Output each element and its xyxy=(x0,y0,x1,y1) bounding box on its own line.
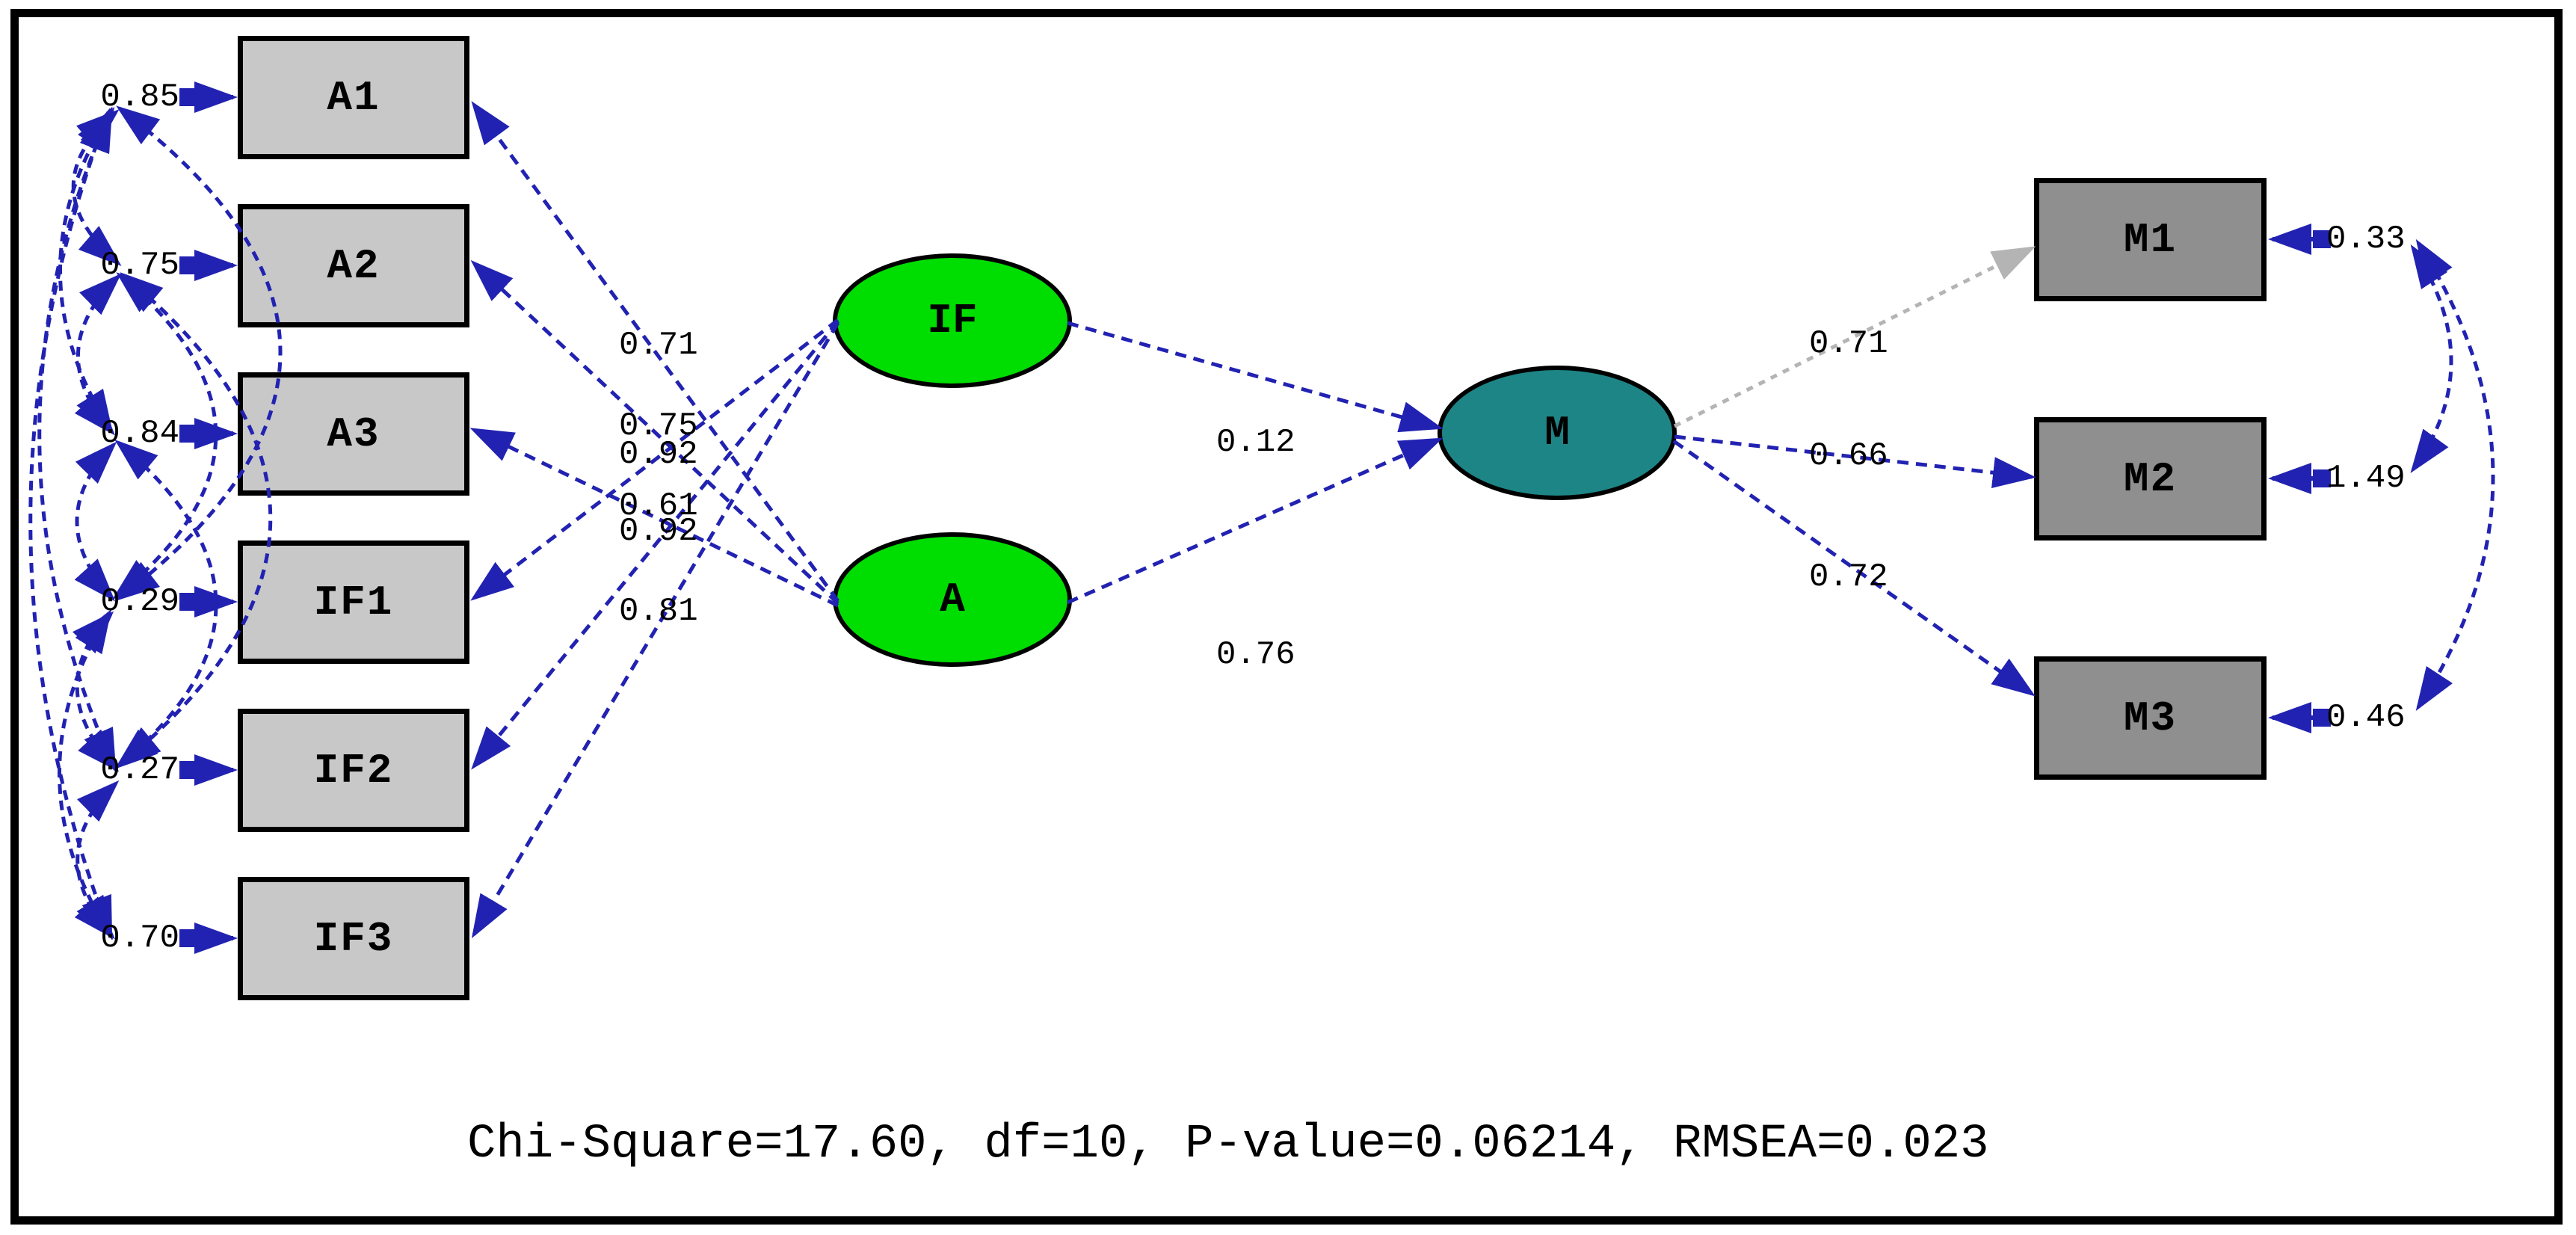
latent-label: M xyxy=(1544,409,1570,457)
observed-box-if1: IF1 xyxy=(238,540,469,664)
observed-box-label: IF1 xyxy=(313,578,394,626)
error-value-if3: 0.70 xyxy=(100,920,179,957)
observed-box-a2: A2 xyxy=(238,204,469,327)
fit-statistics-text: Chi-Square=17.60, df=10, P-value=0.06214… xyxy=(467,1118,1989,1171)
loading-value-m-m1: 0.71 xyxy=(1809,325,1888,363)
loading-value-m-m2: 0.66 xyxy=(1809,437,1888,475)
observed-box-label: A2 xyxy=(327,241,380,290)
observed-box-label: M1 xyxy=(2123,215,2178,264)
latent-label: IF xyxy=(927,297,978,345)
latent-label: A xyxy=(940,576,965,623)
latent-ellipse-m: M xyxy=(1438,366,1677,500)
loading-value-if-if1: 0.92 xyxy=(619,436,698,473)
error-value-m2: 1.49 xyxy=(2326,460,2406,497)
observed-box-label: A1 xyxy=(327,73,380,122)
observed-box-m1: M1 xyxy=(2034,178,2267,301)
error-value-m3: 0.46 xyxy=(2326,699,2406,736)
error-value-if1: 0.29 xyxy=(100,583,179,620)
error-value-a3: 0.84 xyxy=(100,415,179,452)
observed-box-a3: A3 xyxy=(238,372,469,496)
error-value-a1: 0.85 xyxy=(100,78,179,116)
observed-box-m3: M3 xyxy=(2034,656,2267,780)
path-value-a-m: 0.76 xyxy=(1216,636,1295,674)
observed-box-label: M2 xyxy=(2123,455,2178,503)
observed-box-a1: A1 xyxy=(238,36,469,159)
observed-box-label: M3 xyxy=(2123,694,2178,742)
loading-value-m-m3: 0.72 xyxy=(1809,558,1888,596)
loading-value-if-if3: 0.81 xyxy=(619,593,698,630)
latent-ellipse-a: A xyxy=(833,532,1072,667)
loading-value-if-if2: 0.92 xyxy=(619,513,698,550)
loading-value-a-a1: 0.71 xyxy=(619,327,698,364)
observed-box-label: IF3 xyxy=(313,914,394,963)
path-value-if-m: 0.12 xyxy=(1216,424,1295,461)
error-value-if2: 0.27 xyxy=(100,751,179,789)
observed-box-if3: IF3 xyxy=(238,877,469,1000)
observed-box-m2: M2 xyxy=(2034,417,2267,540)
observed-box-label: IF2 xyxy=(313,746,394,795)
observed-box-if2: IF2 xyxy=(238,709,469,832)
observed-box-label: A3 xyxy=(327,410,380,458)
latent-ellipse-if: IF xyxy=(833,253,1072,388)
error-value-m1: 0.33 xyxy=(2326,221,2406,258)
error-value-a2: 0.75 xyxy=(100,247,179,284)
